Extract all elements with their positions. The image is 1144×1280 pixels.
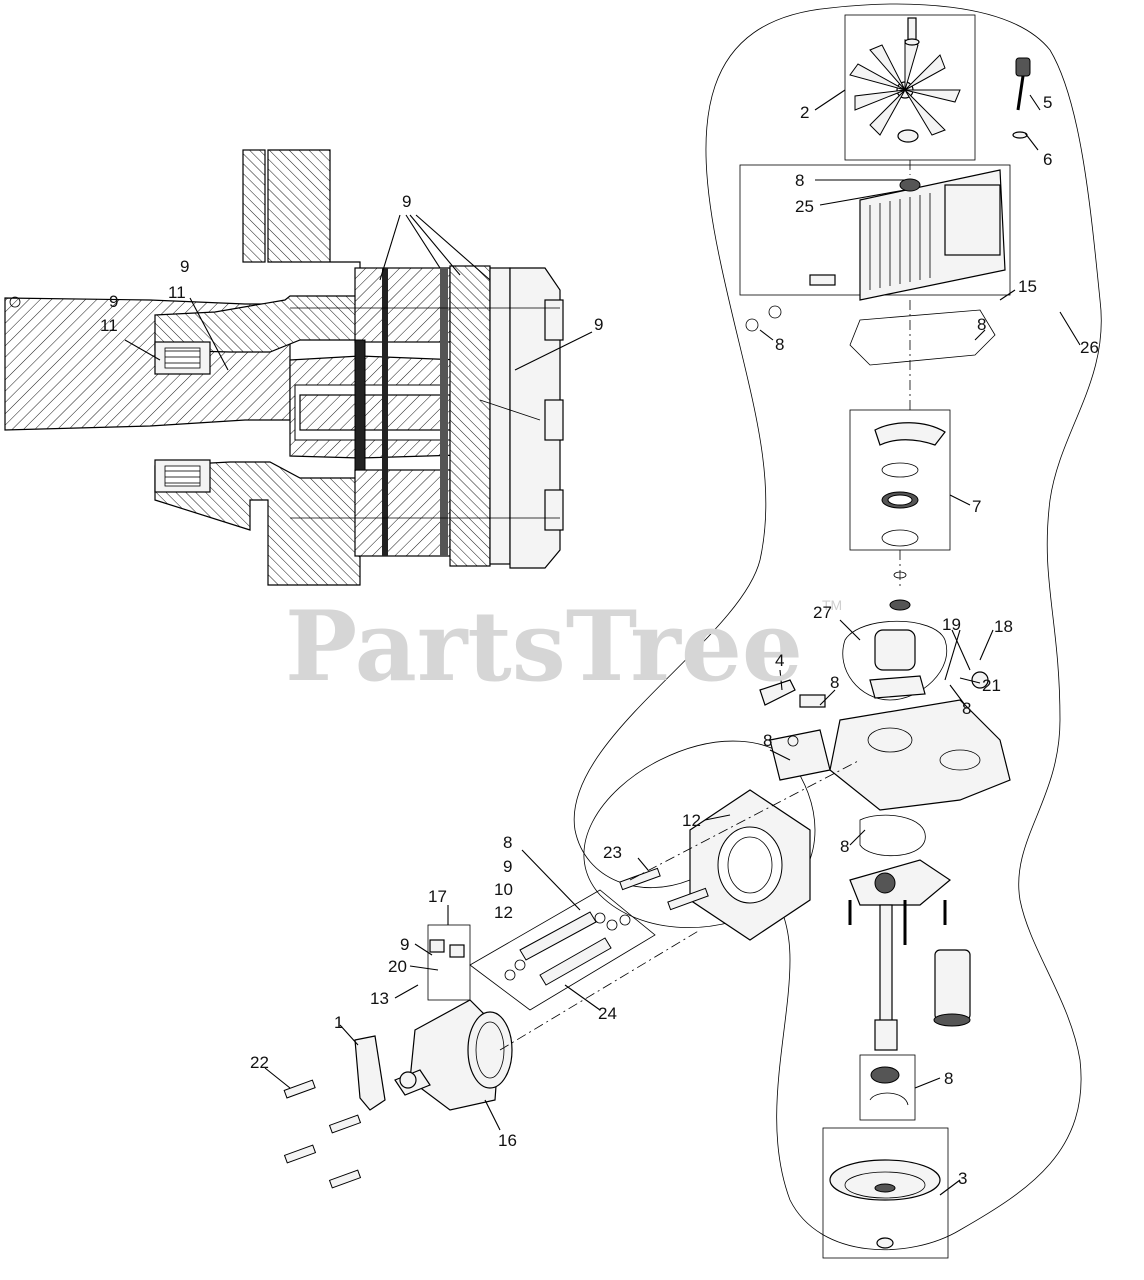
callout-8: 8: [962, 699, 971, 718]
callout-11: 11: [168, 283, 186, 302]
cross-section-view: [4, 149, 564, 586]
cross-section-leaders: [124, 214, 593, 371]
callout-5: 5: [1043, 93, 1052, 112]
callout-10: 10: [494, 880, 513, 899]
motor-assembly: [283, 759, 861, 1189]
watermark-trademark: TM: [822, 597, 842, 613]
callout-8: 8: [763, 731, 772, 750]
callout-6: 6: [1043, 150, 1052, 169]
callout-3: 3: [958, 1169, 967, 1188]
callout-9: 9: [109, 292, 118, 311]
callout-labels: 2 5 6 8 25 15 8 8 26 7 27 19 18 4 8 21 8…: [100, 93, 1099, 1188]
callout-17: 17: [428, 887, 447, 906]
callout-9: 9: [180, 257, 189, 276]
callout-15: 15: [1018, 277, 1037, 296]
callout-19: 19: [942, 615, 961, 634]
callout-12: 12: [494, 903, 513, 922]
callout-8: 8: [830, 673, 839, 692]
bearing-part-7: [849, 409, 951, 590]
callout-21: 21: [982, 676, 1001, 695]
plate: [848, 814, 952, 945]
dipstick-part-5: [1012, 57, 1031, 139]
callout-25: 25: [795, 197, 814, 216]
callout-9: 9: [503, 857, 512, 876]
callout-16: 16: [498, 1131, 517, 1150]
callout-8: 8: [944, 1069, 953, 1088]
center-section: [759, 671, 1011, 811]
watermark-brand: PartsTree: [285, 590, 803, 703]
callout-8: 8: [503, 833, 512, 852]
callout-9: 9: [402, 192, 411, 211]
callout-8: 8: [840, 837, 849, 856]
callout-9: 9: [594, 315, 603, 334]
callout-9: 9: [400, 935, 409, 954]
callout-4: 4: [775, 651, 784, 670]
callout-13: 13: [370, 989, 389, 1008]
callout-7: 7: [972, 497, 981, 516]
assembly-outline: [573, 3, 1102, 1251]
cylinder-block-part-27: [842, 571, 948, 701]
fan-part-2: [844, 14, 976, 175]
callout-23: 23: [603, 843, 622, 862]
seal-part-8: [859, 1054, 916, 1121]
callout-8: 8: [795, 171, 804, 190]
leader-lines: [264, 89, 1081, 1196]
pulley-part-3: [822, 1127, 949, 1259]
callout-11: 11: [100, 316, 118, 335]
callout-8: 8: [977, 315, 986, 334]
callout-2: 2: [800, 103, 809, 122]
pump-housing-part-12: [689, 789, 811, 941]
callout-22: 22: [250, 1053, 269, 1072]
callout-26: 26: [1080, 338, 1099, 357]
housing-part-15: [739, 164, 1011, 410]
callout-27: 27: [813, 603, 832, 622]
watermark: PartsTree TM: [285, 590, 842, 703]
callout-1: 1: [334, 1013, 343, 1032]
callout-20: 20: [388, 957, 407, 976]
input-shaft: [874, 904, 971, 1051]
callout-24: 24: [598, 1004, 617, 1023]
callout-18: 18: [994, 617, 1013, 636]
callout-8: 8: [775, 335, 784, 354]
callout-12: 12: [682, 811, 701, 830]
